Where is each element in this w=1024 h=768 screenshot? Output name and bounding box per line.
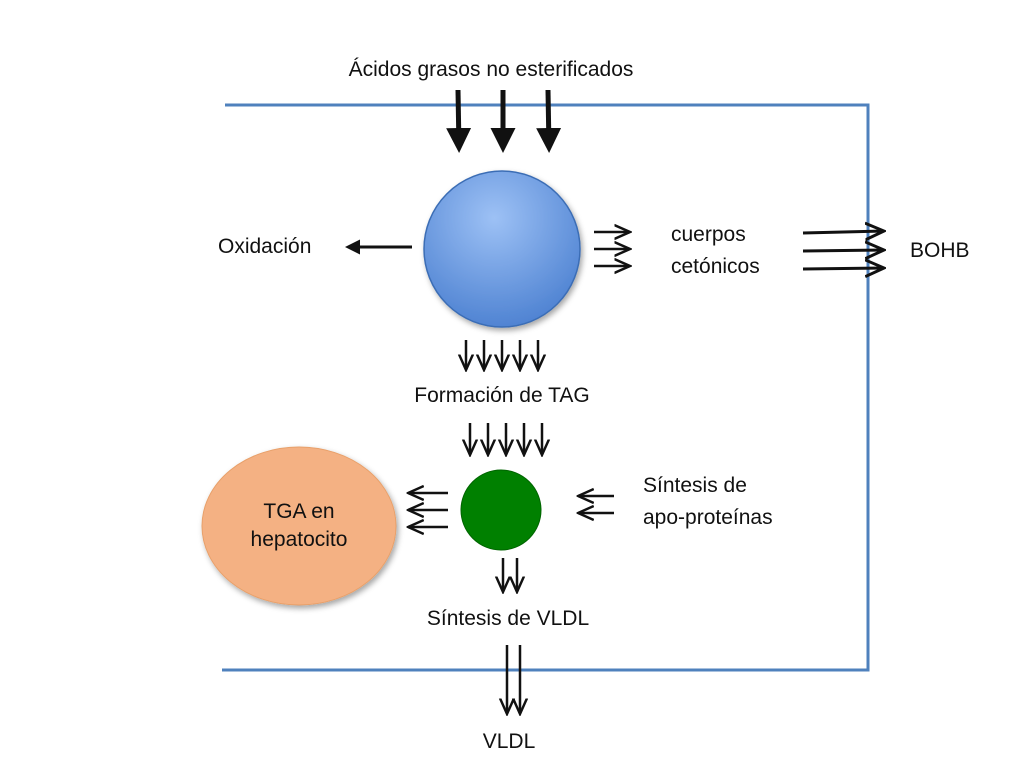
tga-label-line2: hepatocito xyxy=(250,528,348,551)
vldl-synthesis-arrows xyxy=(503,558,517,592)
tga-hepatocyte-ellipse xyxy=(201,446,397,606)
vldl-assembly-circle xyxy=(460,469,542,551)
tag-formation-label: Formación de TAG xyxy=(414,384,590,407)
tga-label-line1: TGA en xyxy=(263,500,335,523)
vldl-synthesis-label: Síntesis de VLDL xyxy=(426,607,590,630)
ketone-bodies-label-line2: cetónicos xyxy=(671,255,760,278)
tga-arrows xyxy=(408,493,448,527)
tga-label: TGA en hepatocito xyxy=(219,498,379,554)
bohb-label: BOHB xyxy=(910,239,970,262)
tag-formation-arrows-in xyxy=(466,340,538,370)
nefa-label: Ácidos grasos no esterificados xyxy=(348,58,634,81)
apoprotein-label-line1: Síntesis de xyxy=(643,474,747,497)
vldl-export-arrows xyxy=(507,645,520,714)
nefa-pool-circle xyxy=(423,170,581,328)
vldl-label: VLDL xyxy=(482,730,536,753)
oxidation-label: Oxidación xyxy=(218,235,312,258)
apoprotein-arrows xyxy=(578,496,614,513)
nefa-arrows xyxy=(446,89,562,153)
bohb-arrows xyxy=(802,231,884,269)
apoprotein-label-line2: apo-proteínas xyxy=(643,506,773,529)
tag-formation-arrows-out xyxy=(470,423,542,455)
ketone-arrows xyxy=(594,232,630,266)
ketone-bodies-label-line1: cuerpos xyxy=(671,223,746,246)
